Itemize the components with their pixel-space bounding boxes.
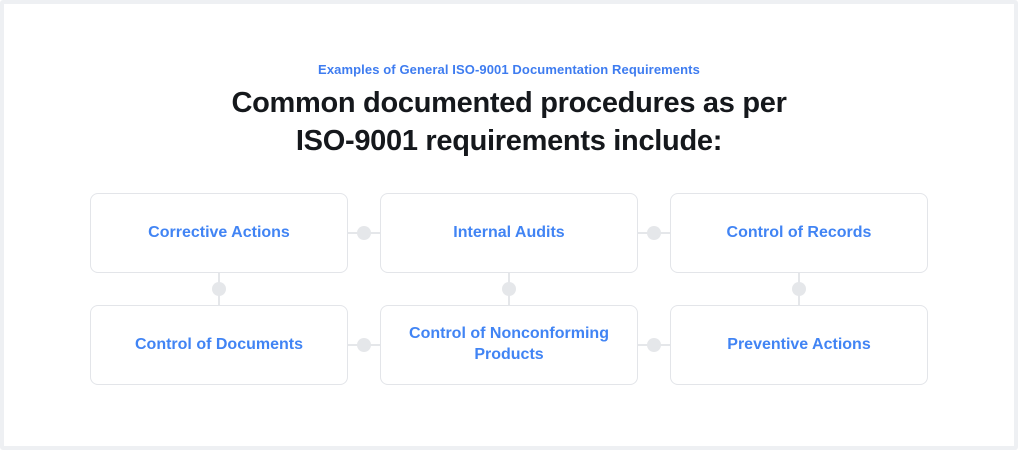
node-control-of-documents: Control of Documents xyxy=(90,305,348,385)
connector-dot xyxy=(502,282,516,296)
node-label: Internal Audits xyxy=(453,223,565,241)
node-control-of-records: Control of Records xyxy=(670,193,928,273)
node-preventive-actions: Preventive Actions xyxy=(670,305,928,385)
page-title: Common documented procedures as per ISO-… xyxy=(4,84,1014,160)
connector-dot xyxy=(357,338,371,352)
node-control-of-nonconforming-products: Control of Nonconforming Products xyxy=(380,305,638,385)
connector-dot xyxy=(357,226,371,240)
procedures-diagram: Corrective Actions Internal Audits Contr… xyxy=(4,4,1014,446)
connector-dot xyxy=(647,338,661,352)
node-label: Preventive Actions xyxy=(727,335,871,353)
node-label: Control of Nonconforming Products xyxy=(409,325,609,363)
node-label: Control of Documents xyxy=(135,335,303,353)
connector-dot xyxy=(647,226,661,240)
eyebrow-title: Examples of General ISO-9001 Documentati… xyxy=(318,62,700,77)
node-label: Control of Records xyxy=(726,223,872,241)
node-label: Corrective Actions xyxy=(148,223,290,241)
node-corrective-actions: Corrective Actions xyxy=(90,193,348,273)
page-title-line1: Common documented procedures as per xyxy=(231,87,787,119)
connector-dot xyxy=(212,282,226,296)
node-internal-audits: Internal Audits xyxy=(380,193,638,273)
connector-dot xyxy=(792,282,806,296)
page-title-line2: ISO-9001 requirements include: xyxy=(295,125,723,157)
